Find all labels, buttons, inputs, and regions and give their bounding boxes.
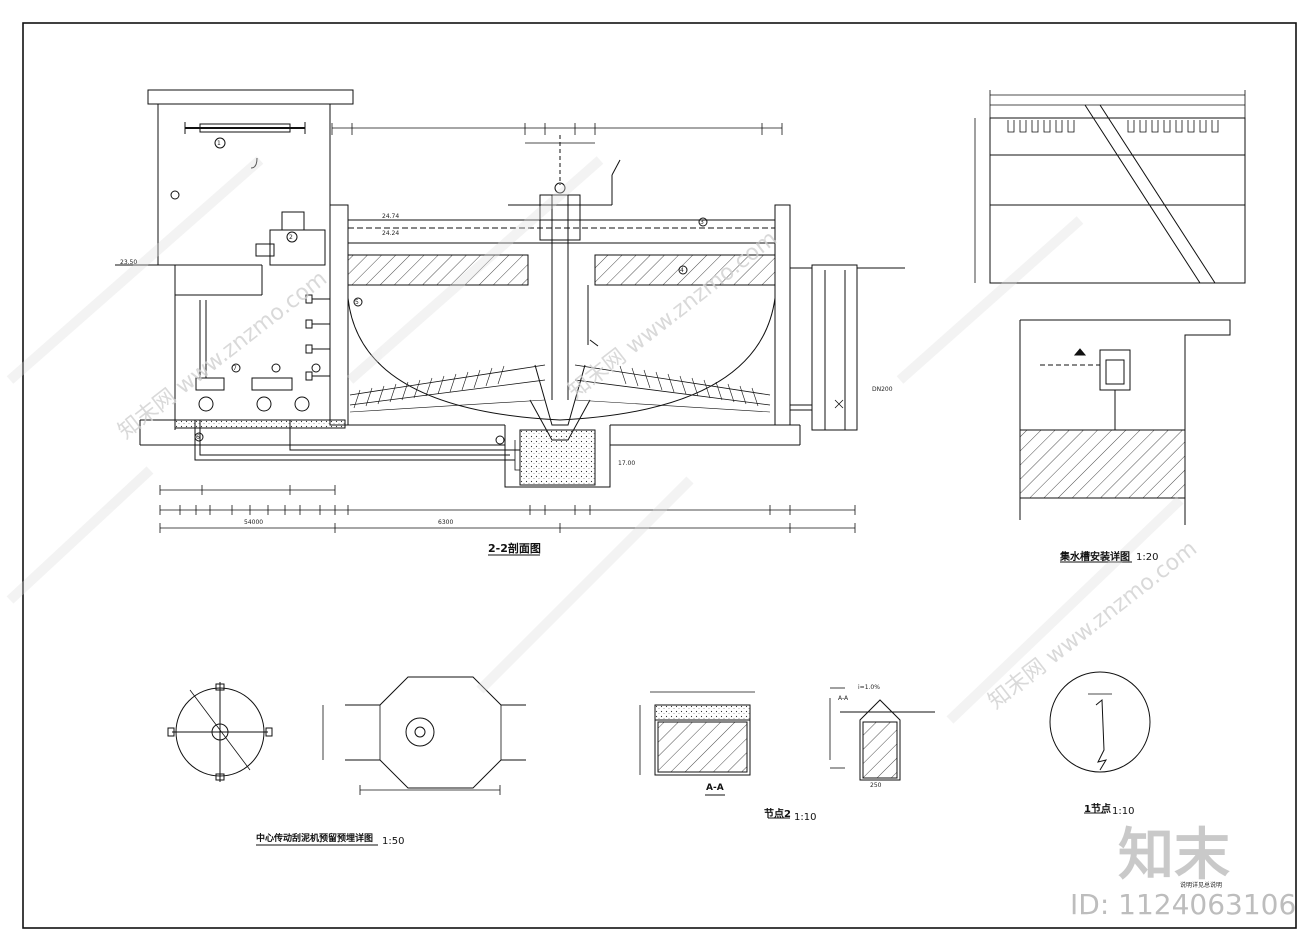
node1-title: 1节点 — [1084, 804, 1111, 815]
main-bottom-dimensions — [159, 485, 856, 533]
watermark-id: ID: 1124063106 — [1070, 888, 1297, 921]
node-mark-2: 2 — [289, 234, 293, 241]
node-mark-5: 5 — [355, 299, 359, 306]
dim-label-half: 6300 — [438, 519, 454, 526]
aa-cut-label: A-A — [838, 695, 849, 702]
collector-detail-title: 集水槽安装详图 — [1060, 552, 1130, 563]
main-section-title: 2-2剖面图 — [488, 542, 541, 555]
node1-scale: 1:10 — [1112, 806, 1135, 817]
node-mark-3: 3 — [700, 219, 704, 226]
elevation-top: 24.74 — [382, 213, 400, 220]
collector-install-drawing — [1019, 319, 1231, 525]
elevation-water: 24.24 — [382, 230, 400, 237]
dim-label-total: 54000 — [244, 519, 264, 526]
node-mark-4: 4 — [680, 267, 684, 274]
node-mark-7: 7 — [233, 365, 237, 372]
node2-title: 节点2 — [764, 809, 791, 820]
main-top-dimensions — [331, 123, 783, 144]
node2-drawing — [829, 687, 935, 781]
watermark-lines — [6, 156, 1184, 724]
main-section-drawing — [115, 89, 905, 488]
node2-note: i=1.0% — [858, 684, 880, 691]
center-drive-drawing — [167, 676, 526, 795]
node2-scale: 1:10 — [794, 812, 817, 823]
collector-detail-scale: 1:20 — [1136, 552, 1159, 563]
elevation-bottom: 17.00 — [618, 460, 636, 467]
section-aa-drawing — [639, 691, 755, 776]
elevation-ground: 23.50 — [120, 259, 138, 266]
center-drive-title: 中心传动刮泥机预留预埋详图 — [256, 834, 374, 844]
sheet-frame — [22, 22, 1297, 929]
section-aa-title: A-A — [706, 783, 724, 793]
center-drive-scale: 1:50 — [382, 836, 405, 847]
footnote: 说明详见总说明 — [1180, 882, 1223, 889]
node1-drawing — [1049, 671, 1151, 773]
pipe-note: DN200 — [872, 386, 893, 393]
dim-label-node: 250 — [870, 782, 882, 789]
collector-detail-drawing — [974, 90, 1246, 284]
node-mark-1: 1 — [217, 140, 221, 147]
watermark-logo: 知末 — [1118, 823, 1230, 888]
node-mark-6: 6 — [196, 434, 200, 441]
